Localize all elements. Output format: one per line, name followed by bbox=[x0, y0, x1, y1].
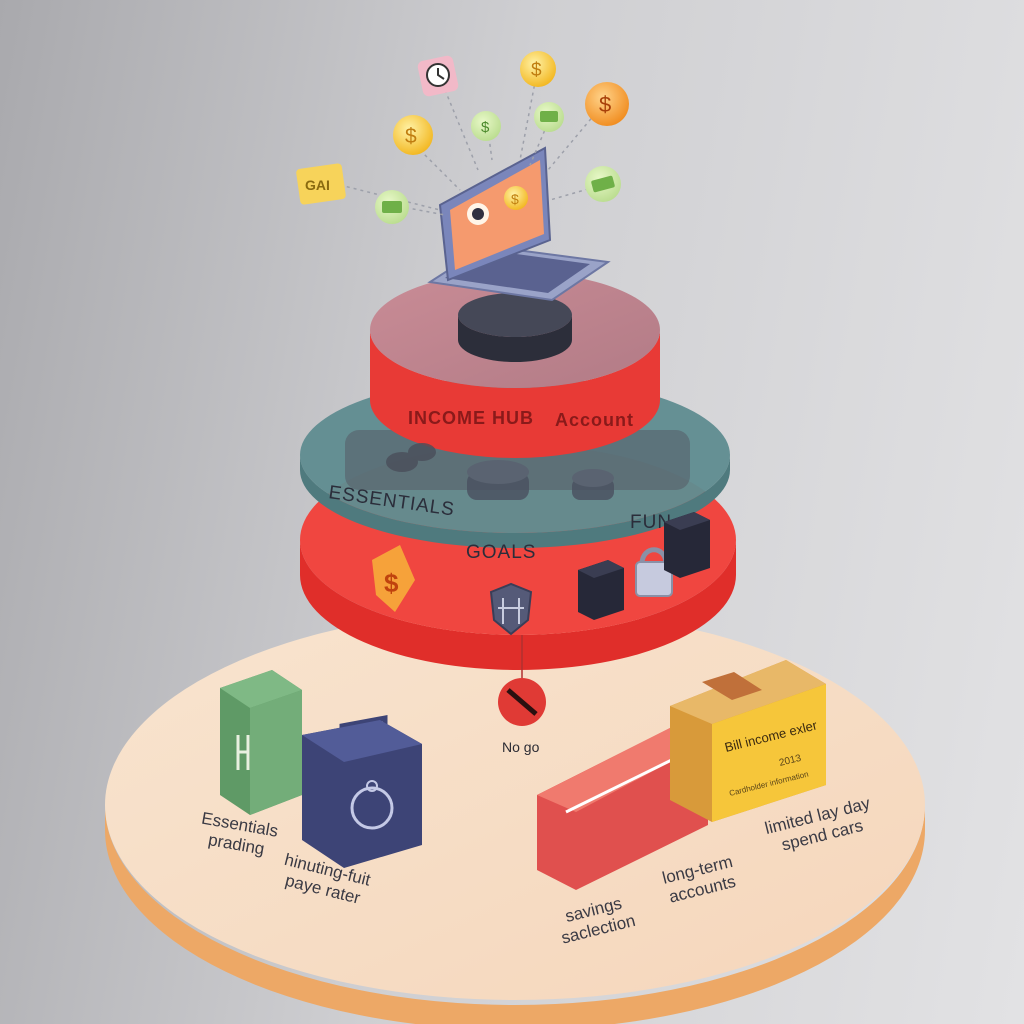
tier-goals-label: GOALS bbox=[466, 542, 536, 563]
dark-box-icon bbox=[664, 512, 710, 578]
floating-tag-text: GAI bbox=[305, 177, 330, 193]
svg-text:$: $ bbox=[599, 92, 611, 117]
shield-icon bbox=[489, 582, 533, 636]
no-go-label: No go bbox=[502, 739, 540, 755]
coin-icon: $ bbox=[585, 82, 629, 126]
lock-icon bbox=[635, 547, 673, 597]
tier-fun-label: FUN bbox=[630, 512, 672, 533]
svg-text:$: $ bbox=[481, 119, 490, 136]
cash-coin-icon bbox=[585, 166, 621, 202]
dark-box-icon bbox=[578, 560, 624, 620]
bin-label-year: 2013 bbox=[778, 753, 803, 769]
hub-left-label: INCOME HUB bbox=[408, 408, 534, 428]
briefcase-icon bbox=[302, 714, 422, 868]
svg-text:$: $ bbox=[531, 60, 542, 81]
yellow-box-icon: Bill income exler 2013 Cardholder inform… bbox=[670, 660, 826, 822]
teal-disc-objects bbox=[386, 443, 614, 500]
svg-text:$: $ bbox=[511, 191, 519, 207]
cash-coin-icon bbox=[375, 190, 409, 224]
clock-icon bbox=[417, 55, 459, 97]
dollar-shield-icon: $ bbox=[372, 545, 415, 612]
svg-text:$: $ bbox=[384, 568, 399, 598]
floating-tag: GAI bbox=[296, 163, 346, 205]
cash-coin-icon bbox=[534, 102, 564, 132]
green-bag-icon bbox=[220, 670, 302, 815]
coin-icon: $ bbox=[520, 51, 556, 87]
coin-icon: $ bbox=[393, 115, 433, 155]
no-go-sign-icon bbox=[498, 678, 546, 726]
coin-icon: $ bbox=[471, 111, 501, 141]
svg-text:$: $ bbox=[405, 125, 417, 148]
hub-right-label: Account bbox=[555, 410, 634, 430]
laptop-icon: $ bbox=[427, 146, 611, 302]
hub-cylinder bbox=[370, 272, 660, 458]
